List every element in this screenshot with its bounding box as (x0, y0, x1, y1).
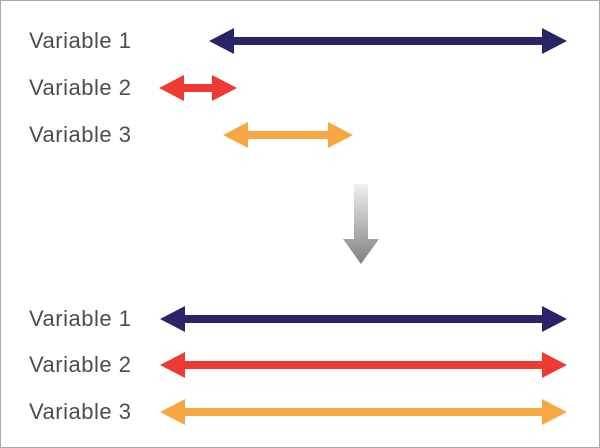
variable-row: Variable 1 (1, 28, 599, 54)
variable-label: Variable 1 (29, 28, 132, 53)
double-arrow (160, 306, 567, 332)
arrow-left-head-icon (209, 28, 234, 54)
variable-label: Variable 3 (29, 122, 132, 147)
arrow-shaft (185, 315, 542, 323)
arrow-shaft (234, 37, 542, 45)
arrow-shaft (185, 361, 542, 369)
arrow-right-head-icon (542, 28, 567, 54)
variable-row: Variable 1 (1, 306, 599, 332)
arrow-shaft (185, 408, 542, 416)
arrow-right-head-icon (212, 75, 237, 101)
arrow-left-head-icon (160, 399, 185, 425)
arrow-right-head-icon (542, 306, 567, 332)
arrow-shaft (184, 84, 212, 92)
arrow-right-head-icon (328, 122, 353, 148)
double-arrow (160, 352, 567, 378)
variable-label: Variable 2 (29, 75, 132, 100)
down-arrow-icon (343, 184, 379, 264)
double-arrow (159, 75, 237, 101)
double-arrow (160, 399, 567, 425)
arrow-left-head-icon (159, 75, 184, 101)
arrow-left-head-icon (223, 122, 248, 148)
arrow-left-head-icon (160, 306, 185, 332)
variable-label: Variable 3 (29, 399, 132, 424)
arrow-left-head-icon (160, 352, 185, 378)
double-arrow (223, 122, 353, 148)
variable-label: Variable 1 (29, 306, 132, 331)
arrow-shaft (248, 131, 328, 139)
double-arrow (209, 28, 567, 54)
variable-row: Variable 3 (1, 122, 599, 148)
arrow-right-head-icon (542, 399, 567, 425)
arrow-right-head-icon (542, 352, 567, 378)
variable-label: Variable 2 (29, 352, 132, 377)
variable-row: Variable 2 (1, 75, 599, 101)
variable-row: Variable 2 (1, 352, 599, 378)
variable-row: Variable 3 (1, 399, 599, 425)
